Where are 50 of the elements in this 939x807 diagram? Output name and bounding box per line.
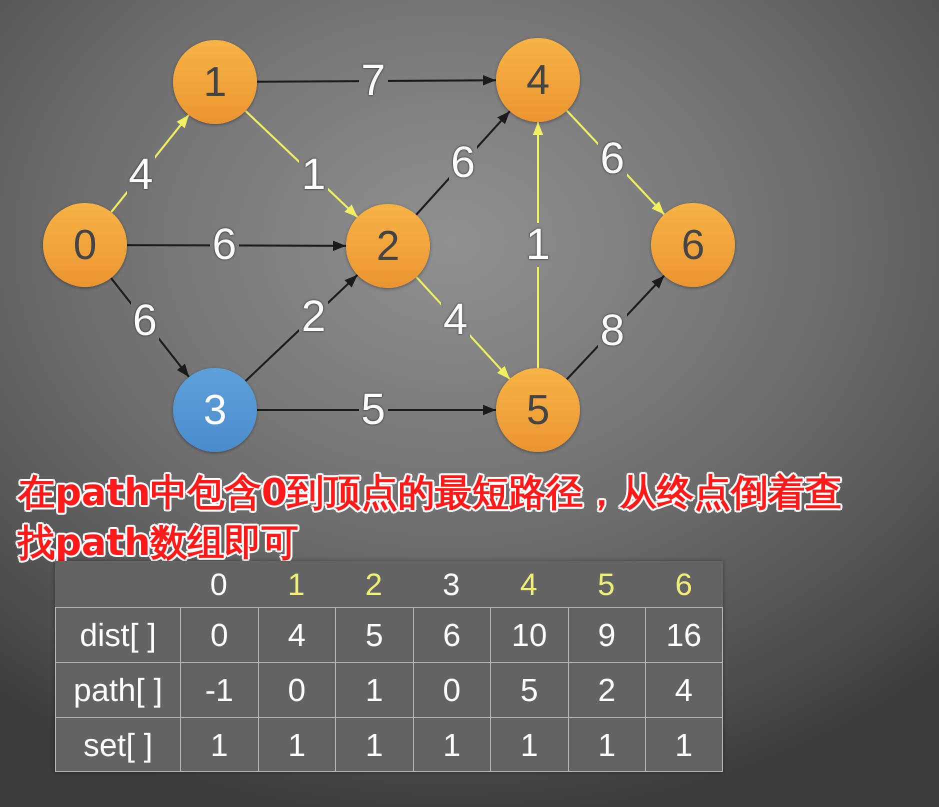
table-cell: 4 bbox=[258, 607, 335, 662]
vertex-circle bbox=[496, 38, 580, 122]
vertex-number: 3 bbox=[203, 389, 227, 431]
table-cell: 1 bbox=[258, 717, 335, 772]
table-cell: 4 bbox=[645, 662, 722, 717]
column-header: 6 bbox=[675, 568, 692, 600]
table-cell: 1 bbox=[645, 717, 722, 772]
table-cell: 1 bbox=[490, 717, 568, 772]
table-cell: 16 bbox=[645, 607, 722, 662]
annotation-note: 在path中包含0到顶点的最短路径，从终点倒着查找path数组即可 bbox=[18, 470, 844, 566]
vertex-circle bbox=[651, 203, 735, 287]
table-cell: 1 bbox=[335, 717, 412, 772]
edge-weight-label: 6 bbox=[130, 298, 160, 343]
table-cell: 1 bbox=[412, 717, 490, 772]
column-header: 4 bbox=[520, 568, 538, 600]
table-cell: 9 bbox=[568, 607, 645, 662]
table-cell: 1 bbox=[335, 662, 412, 717]
vertex-circle bbox=[496, 368, 580, 452]
column-header: 2 bbox=[365, 568, 382, 600]
table-cell: 5 bbox=[335, 607, 412, 662]
vertex-circle bbox=[346, 204, 430, 288]
column-header: 0 bbox=[210, 568, 228, 600]
arrow bbox=[257, 404, 496, 416]
row-header: dist[ ] bbox=[55, 607, 180, 662]
table-cell: -1 bbox=[180, 662, 258, 717]
vertex-number: 4 bbox=[526, 59, 550, 101]
edge-weight-label: 4 bbox=[126, 152, 156, 197]
row-header: path[ ] bbox=[55, 662, 180, 717]
arrow bbox=[127, 240, 346, 252]
table-cell: 5 bbox=[490, 662, 568, 717]
vertex-number: 2 bbox=[376, 225, 400, 267]
table-cell: 2 bbox=[568, 662, 645, 717]
table-cell: 10 bbox=[490, 607, 568, 662]
vertex-circle bbox=[173, 368, 257, 452]
vertex-number: 0 bbox=[73, 224, 97, 266]
table-cell: 1 bbox=[180, 717, 258, 772]
column-header: 5 bbox=[598, 568, 615, 600]
table-cell: 0 bbox=[412, 662, 490, 717]
table-cell: 0 bbox=[180, 607, 258, 662]
row-header: set[ ] bbox=[55, 717, 180, 772]
table-cell: 0 bbox=[258, 662, 335, 717]
table-cell: 1 bbox=[568, 717, 645, 772]
vertex-number: 5 bbox=[526, 389, 550, 431]
vertex-number: 6 bbox=[681, 224, 705, 266]
arrow bbox=[257, 75, 496, 86]
arrow bbox=[532, 122, 544, 368]
column-header: 1 bbox=[288, 568, 305, 600]
vertex-number: 1 bbox=[203, 61, 227, 103]
column-header: 3 bbox=[442, 568, 460, 600]
table-cell: 6 bbox=[412, 607, 490, 662]
